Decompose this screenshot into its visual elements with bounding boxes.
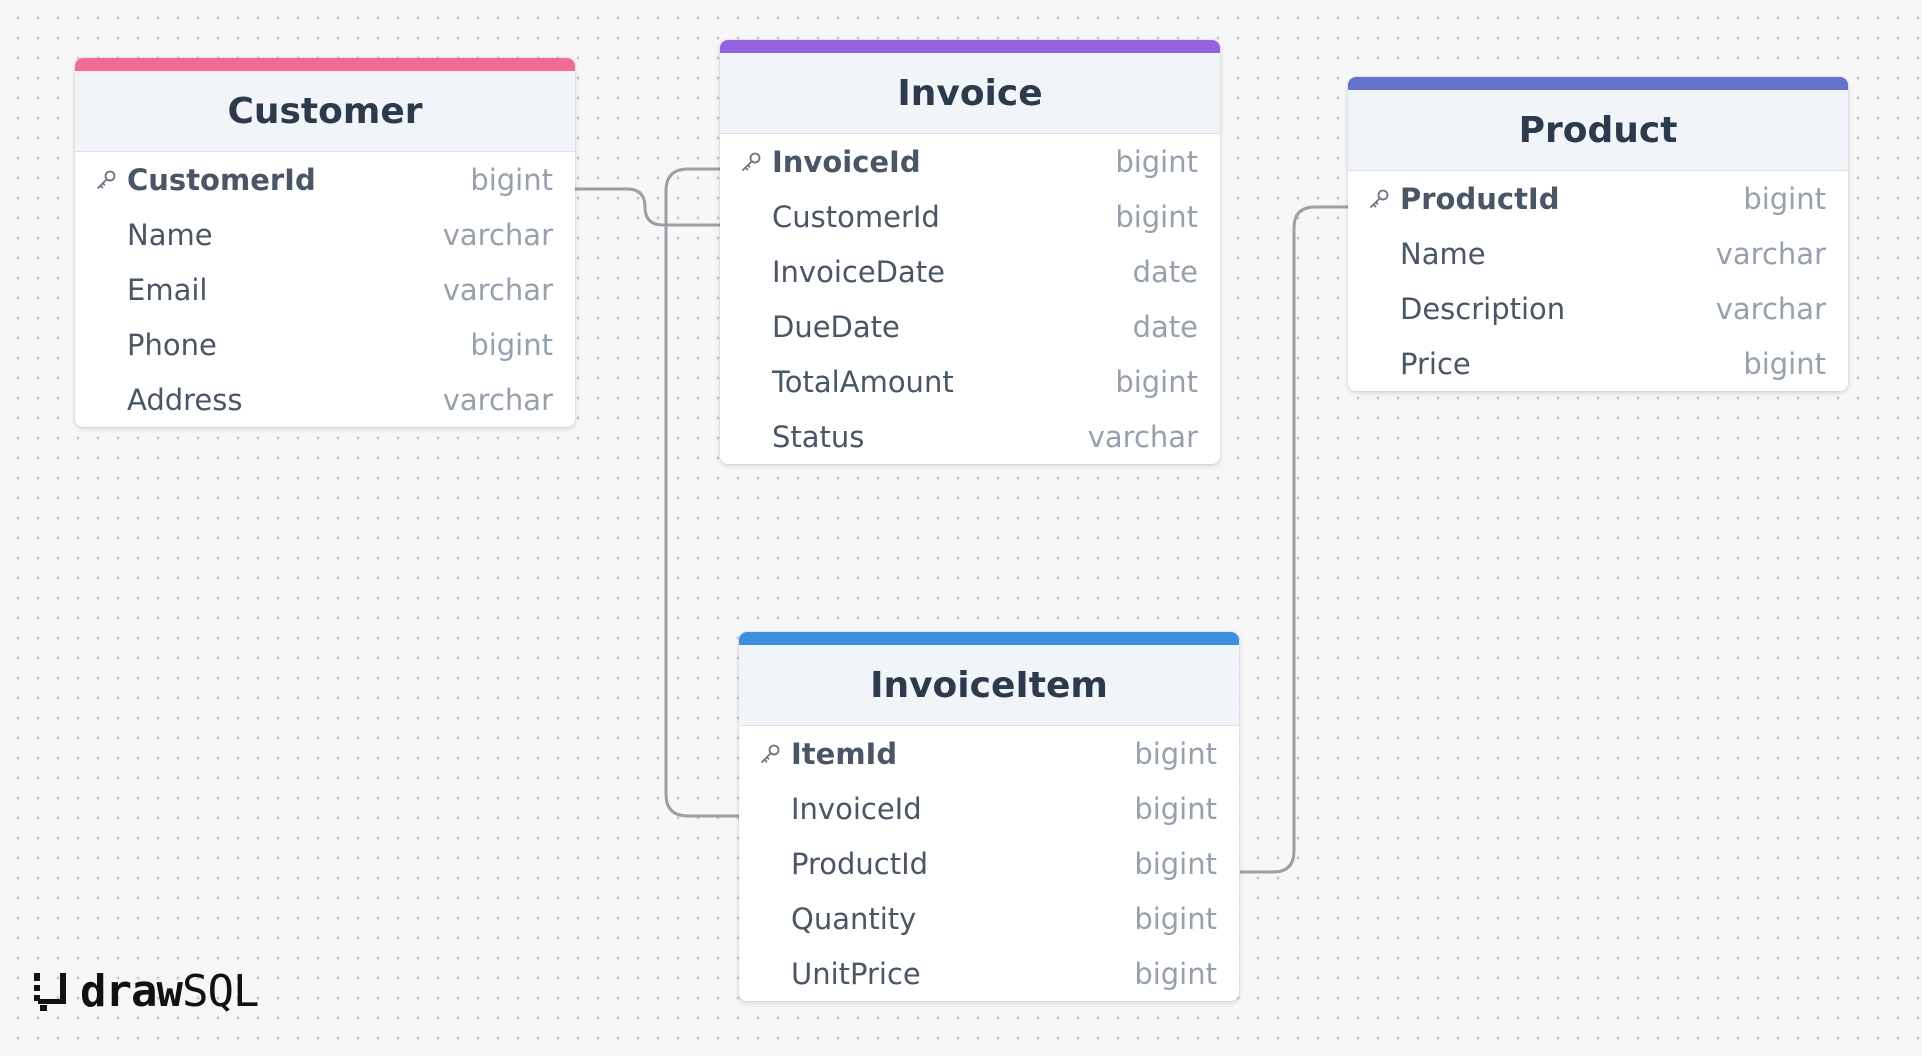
- column-name: InvoiceId: [772, 144, 921, 179]
- column-type: bigint: [1115, 199, 1198, 234]
- key-icon: [95, 170, 117, 190]
- column-name: Price: [1400, 346, 1471, 381]
- column-row-price[interactable]: Price bigint: [1348, 336, 1848, 391]
- column-row-unit-price[interactable]: UnitPrice bigint: [739, 946, 1239, 1001]
- column-name: CustomerId: [772, 199, 940, 234]
- key-icon: [740, 152, 762, 172]
- column-type: date: [1132, 309, 1198, 344]
- table-header[interactable]: Customer: [75, 71, 575, 152]
- column-type: bigint: [1134, 956, 1217, 991]
- column-name: UnitPrice: [791, 956, 921, 991]
- column-row-name[interactable]: Name varchar: [1348, 226, 1848, 281]
- column-type: bigint: [470, 327, 553, 362]
- column-type: bigint: [1134, 791, 1217, 826]
- column-row-total-amount[interactable]: TotalAmount bigint: [720, 354, 1220, 409]
- table-color-bar: [75, 58, 575, 71]
- column-row-product-id[interactable]: ProductId bigint: [739, 836, 1239, 891]
- column-type: bigint: [1743, 346, 1826, 381]
- drawsql-logo: draw SQL: [30, 965, 259, 1017]
- column-type: bigint: [1115, 144, 1198, 179]
- column-type: bigint: [1134, 901, 1217, 936]
- column-type: date: [1132, 254, 1198, 289]
- logo-word-sql: SQL: [181, 965, 259, 1017]
- column-name: InvoiceId: [791, 791, 922, 826]
- column-row-name[interactable]: Name varchar: [75, 207, 575, 262]
- column-row-address[interactable]: Address varchar: [75, 372, 575, 427]
- table-title: Product: [1518, 109, 1678, 151]
- column-type: varchar: [442, 272, 553, 307]
- table-color-bar: [720, 40, 1220, 53]
- table-color-bar: [739, 632, 1239, 645]
- column-name: DueDate: [772, 309, 900, 344]
- column-type: bigint: [1134, 736, 1217, 771]
- column-type: bigint: [470, 162, 553, 197]
- logo-word-draw: draw: [80, 965, 183, 1017]
- column-row-email[interactable]: Email varchar: [75, 262, 575, 317]
- column-row-invoice-id[interactable]: InvoiceId bigint: [720, 134, 1220, 189]
- column-name: CustomerId: [127, 162, 316, 197]
- table-title: Invoice: [897, 72, 1043, 114]
- key-icon: [1368, 189, 1390, 209]
- column-row-description[interactable]: Description varchar: [1348, 281, 1848, 336]
- column-row-invoice-id[interactable]: InvoiceId bigint: [739, 781, 1239, 836]
- column-row-product-id[interactable]: ProductId bigint: [1348, 171, 1848, 226]
- key-icon: [759, 744, 781, 764]
- column-row-quantity[interactable]: Quantity bigint: [739, 891, 1239, 946]
- relation-line-product-invoiceitem[interactable]: [1240, 205, 1348, 874]
- column-name: InvoiceDate: [772, 254, 945, 289]
- column-name: Address: [127, 382, 243, 417]
- column-type: varchar: [442, 382, 553, 417]
- column-name: Email: [127, 272, 208, 307]
- column-name: TotalAmount: [772, 364, 954, 399]
- column-type: varchar: [1715, 236, 1826, 271]
- column-name: ProductId: [791, 846, 929, 881]
- column-row-phone[interactable]: Phone bigint: [75, 317, 575, 372]
- column-row-customer-id[interactable]: CustomerId bigint: [75, 152, 575, 207]
- column-name: ItemId: [791, 736, 898, 771]
- table-header[interactable]: Product: [1348, 90, 1848, 171]
- table-header[interactable]: InvoiceItem: [739, 645, 1239, 726]
- table-title: InvoiceItem: [870, 664, 1108, 706]
- column-type: varchar: [442, 217, 553, 252]
- column-row-status[interactable]: Status varchar: [720, 409, 1220, 464]
- column-row-customer-id[interactable]: CustomerId bigint: [720, 189, 1220, 244]
- column-row-invoice-date[interactable]: InvoiceDate date: [720, 244, 1220, 299]
- column-type: bigint: [1115, 364, 1198, 399]
- column-name: ProductId: [1400, 181, 1560, 216]
- table-color-bar: [1348, 77, 1848, 90]
- column-type: varchar: [1715, 291, 1826, 326]
- column-name: Quantity: [791, 901, 917, 936]
- relation-line-customer-invoice[interactable]: [575, 187, 720, 227]
- column-type: bigint: [1743, 181, 1826, 216]
- column-row-due-date[interactable]: DueDate date: [720, 299, 1220, 354]
- column-type: bigint: [1134, 846, 1217, 881]
- table-header[interactable]: Invoice: [720, 53, 1220, 134]
- column-name: Description: [1400, 291, 1566, 326]
- column-name: Name: [1400, 236, 1486, 271]
- column-name: Status: [772, 419, 865, 454]
- column-row-item-id[interactable]: ItemId bigint: [739, 726, 1239, 781]
- column-name: Phone: [127, 327, 217, 362]
- drawsql-logo-icon: [34, 973, 66, 1011]
- relation-line-invoice-invoiceitem[interactable]: [664, 167, 739, 818]
- column-name: Name: [127, 217, 213, 252]
- table-title: Customer: [227, 90, 423, 132]
- column-type: varchar: [1087, 419, 1198, 454]
